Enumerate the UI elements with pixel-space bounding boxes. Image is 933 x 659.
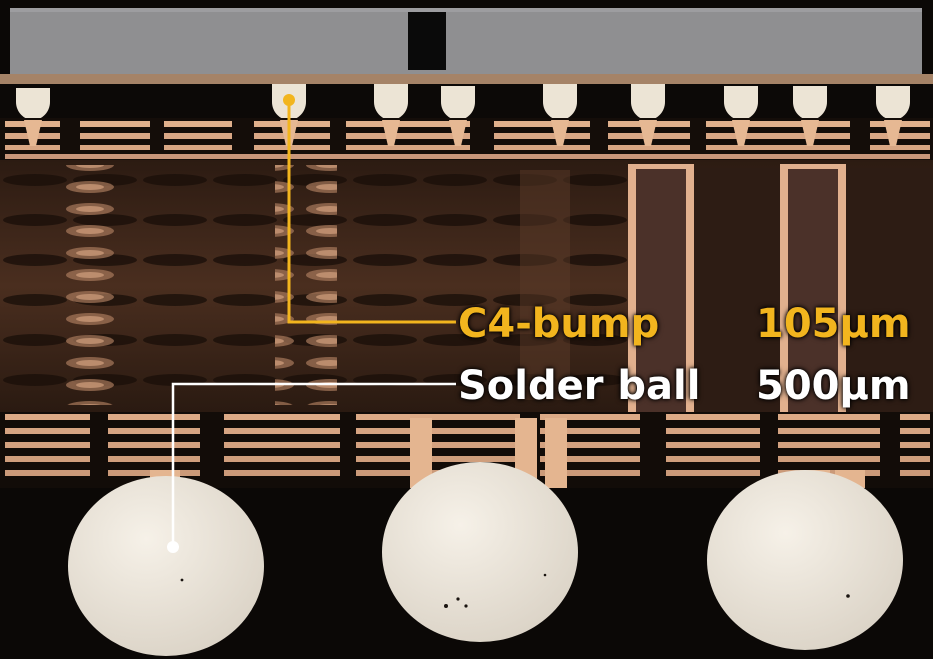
- c4-bump-leader: [287, 100, 456, 324]
- top-buildup-layers: [0, 118, 933, 162]
- c4-bump-marker: [283, 94, 295, 106]
- solder-ball-marker: [167, 541, 179, 553]
- solder-ball-leader: [171, 382, 456, 547]
- substrate-core: [0, 160, 933, 412]
- solder-ball-size: 500µm: [756, 363, 911, 409]
- c4-bump-row: [16, 84, 910, 120]
- c4-bump-label: C4-bump: [458, 301, 660, 347]
- silicon-die: [10, 8, 922, 78]
- solder-ball-row: [68, 462, 903, 656]
- solder-ball-label: Solder ball: [458, 363, 701, 409]
- c4-bump-size: 105µm: [756, 301, 911, 347]
